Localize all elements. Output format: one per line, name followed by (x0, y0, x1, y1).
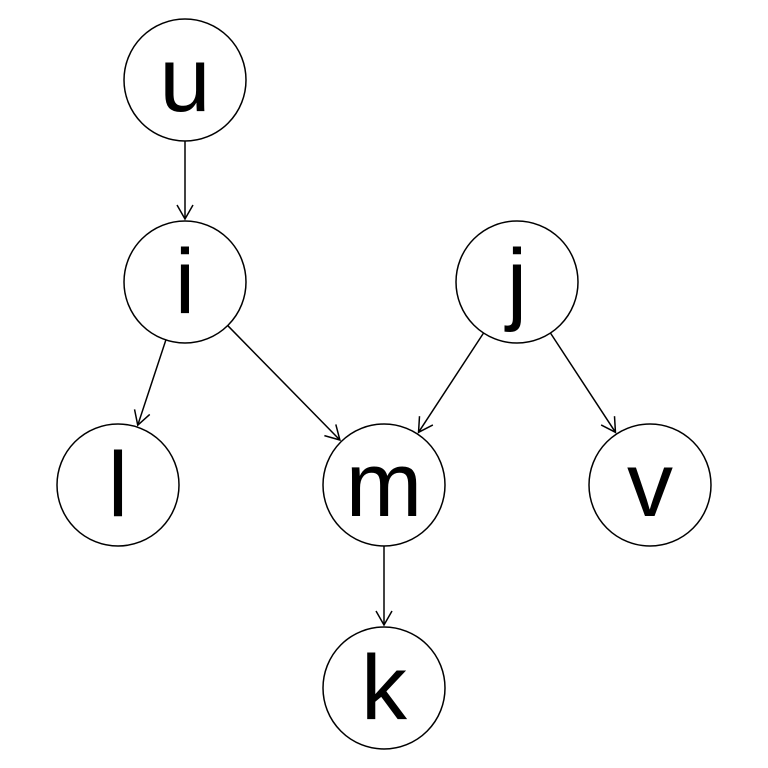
edge-u-to-i (176, 141, 194, 221)
edge-line (137, 339, 167, 426)
node-label: k (361, 637, 408, 739)
arrowhead-icon (176, 204, 194, 221)
node-circle (588, 423, 712, 547)
node-circle (322, 423, 446, 547)
edge-i-to-l (133, 339, 167, 427)
node-l: l (56, 423, 180, 547)
node-circle (455, 220, 579, 344)
edge-j-to-v (549, 332, 617, 434)
node-circle (56, 423, 180, 547)
node-k: k (322, 626, 446, 750)
node-i: i (123, 220, 247, 344)
edge-j-to-m (417, 332, 485, 434)
edge-line (549, 332, 617, 433)
node-j: j (455, 220, 579, 344)
node-label: v (627, 434, 673, 536)
node-label: j (504, 231, 527, 333)
edges-layer (133, 141, 617, 627)
edge-line (227, 325, 341, 441)
node-label: m (346, 434, 423, 536)
arrowhead-icon (375, 610, 393, 627)
edge-line (417, 332, 485, 433)
node-circle (322, 626, 446, 750)
arrowhead-icon (600, 416, 617, 434)
node-label: i (175, 231, 195, 333)
node-label: u (159, 29, 210, 131)
edge-m-to-k (375, 546, 393, 627)
node-m: m (322, 423, 446, 547)
nodes-layer: ui j l m v k (56, 18, 712, 750)
node-u: u (123, 18, 247, 142)
node-circle (123, 18, 247, 142)
node-v: v (588, 423, 712, 547)
arrowhead-icon (133, 409, 151, 427)
arrowhead-icon (417, 416, 434, 434)
node-label: l (108, 434, 128, 536)
arrowhead-icon (324, 424, 341, 442)
node-circle (123, 220, 247, 344)
edge-i-to-m (227, 325, 341, 442)
